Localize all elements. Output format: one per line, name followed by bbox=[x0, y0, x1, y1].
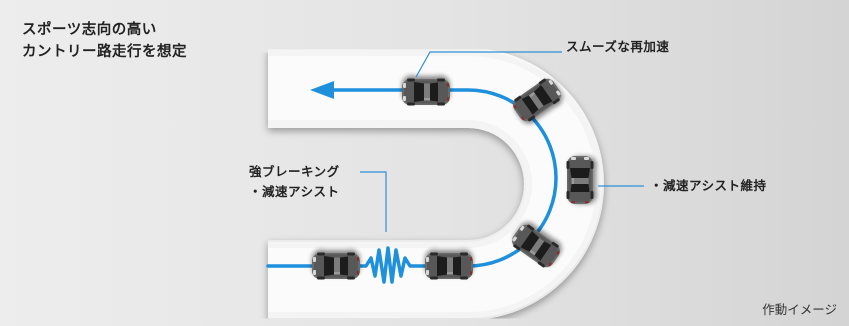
callout-braking-line-1: 強ブレーキング bbox=[249, 164, 340, 179]
title-line-1: スポーツ志向の高い bbox=[22, 22, 157, 38]
callout-braking: 強ブレーキング ・減速アシスト bbox=[249, 162, 340, 202]
operation-image-caption: 作動イメージ bbox=[762, 302, 837, 317]
car-icon bbox=[566, 156, 594, 204]
callout-decel-assist-maintain: ・減速アシスト維持 bbox=[650, 178, 767, 193]
leader-line-reacceleration bbox=[415, 51, 562, 78]
car-icon bbox=[312, 252, 360, 280]
diagram-title: スポーツ志向の高い カントリー路走行を想定 bbox=[22, 19, 187, 63]
road bbox=[268, 47, 604, 320]
title-line-2: カントリー路走行を想定 bbox=[22, 44, 187, 60]
car-icon bbox=[402, 78, 450, 106]
leader-line-brake bbox=[360, 171, 387, 232]
callout-reacceleration: スムーズな再加速 bbox=[566, 39, 670, 54]
callout-braking-line-2: ・減速アシスト bbox=[249, 184, 340, 199]
car-icon bbox=[425, 252, 473, 280]
callout-lines bbox=[360, 51, 644, 232]
arrow-left-icon bbox=[310, 81, 334, 99]
